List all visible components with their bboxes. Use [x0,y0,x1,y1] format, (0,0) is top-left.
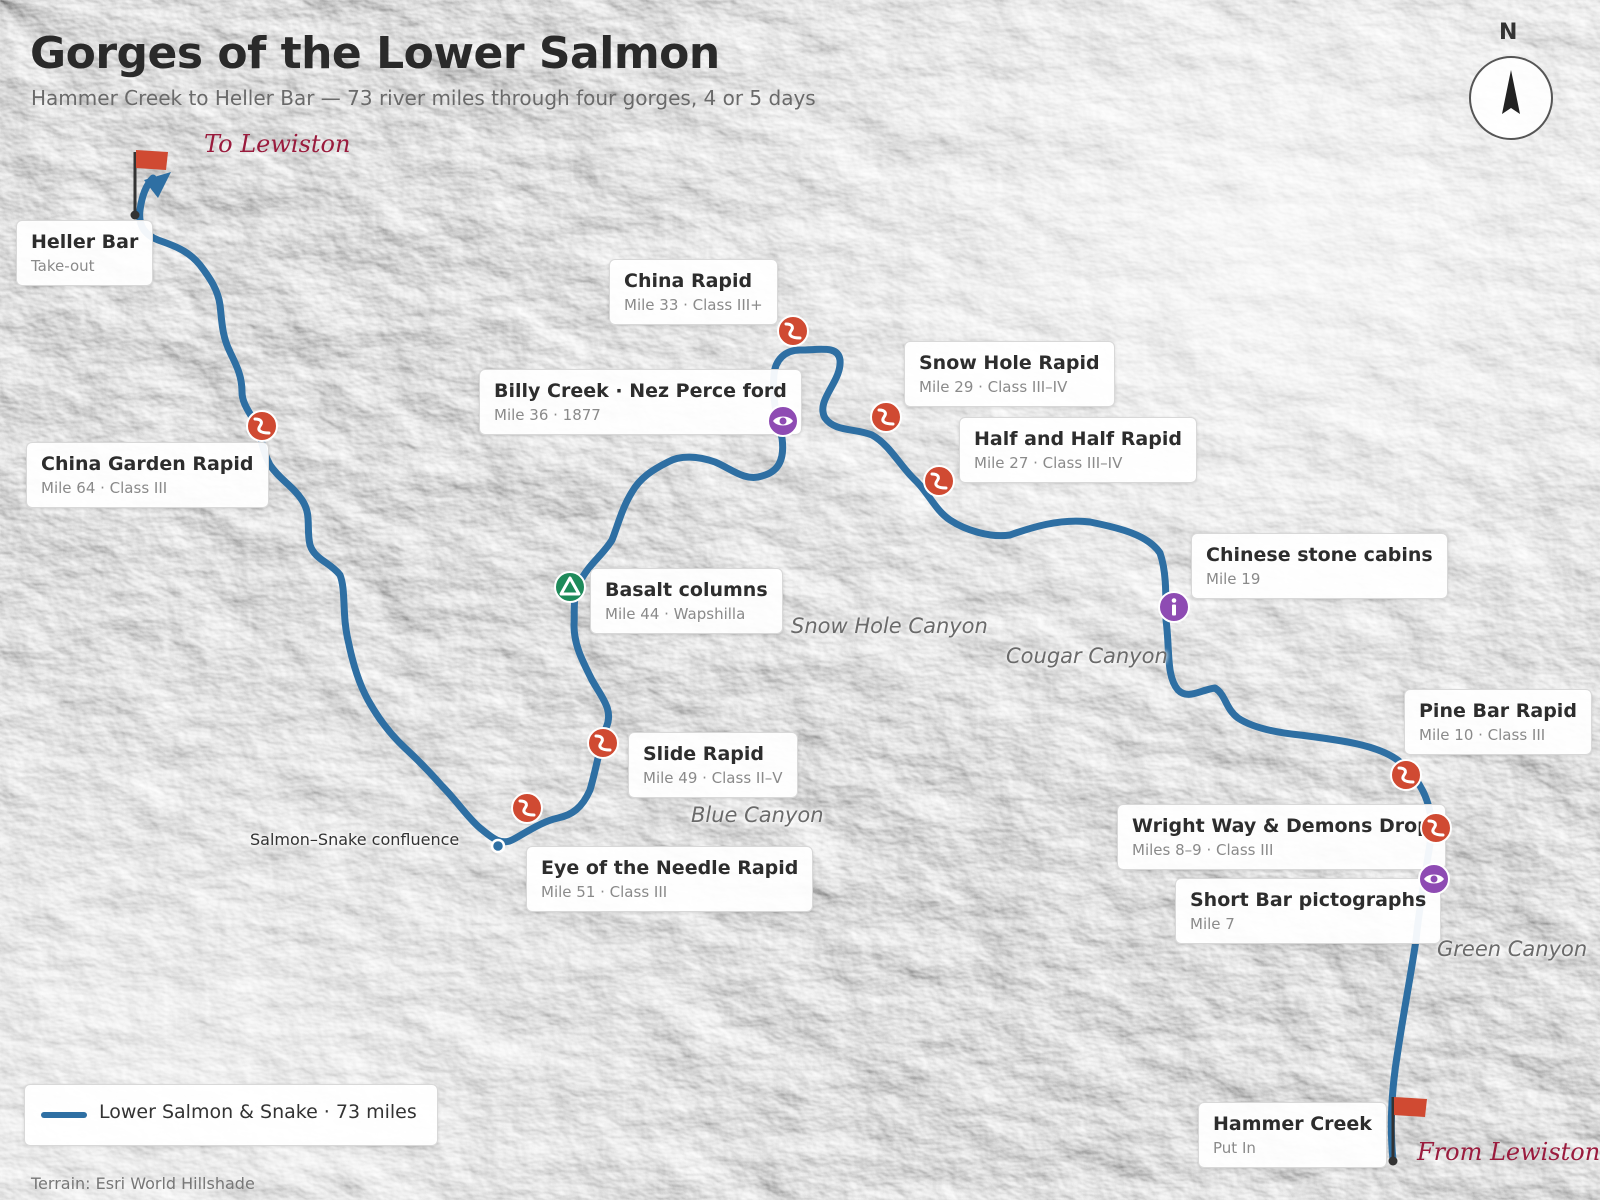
callout-name: Wright Way & Demons Drop [1132,815,1431,837]
rapid-icon[interactable] [1419,811,1453,845]
callout-sub: Mile 51 · Class III [541,883,668,901]
callout-name: Basalt columns [605,579,768,601]
mountain-icon[interactable] [553,570,587,604]
callout-basalt-columns[interactable]: Basalt columns Mile 44 · Wapshilla [590,568,783,634]
terrain-credit: Terrain: Esri World Hillshade [31,1174,255,1193]
callout-short-bar-pictographs[interactable]: Short Bar pictographs Mile 7 [1175,878,1442,944]
callout-name: Heller Bar [31,231,139,253]
callout-name: Half and Half Rapid [974,428,1182,450]
north-arrow-icon [1469,56,1553,140]
callout-chinese-stone-cabins[interactable]: Chinese stone cabins Mile 19 [1191,533,1448,599]
callout-pine-bar-rapid[interactable]: Pine Bar Rapid Mile 10 · Class III [1404,689,1592,755]
callout-sub: Mile 36 · 1877 [494,406,601,424]
river-arrowhead [144,172,171,198]
canyon-label-snow-hole: Snow Hole Canyon [791,614,988,638]
callout-slide-rapid[interactable]: Slide Rapid Mile 49 · Class II–V [628,732,798,798]
confluence-dot [490,838,506,854]
callout-china-rapid[interactable]: China Rapid Mile 33 · Class III+ [609,259,778,325]
callout-china-garden-rapid[interactable]: China Garden Rapid Mile 64 · Class III [26,442,269,508]
rapid-icon[interactable] [586,726,620,760]
callout-sub: Take-out [31,257,95,275]
confluence-label: Salmon–Snake confluence [250,830,460,849]
callout-sub: Put In [1213,1139,1256,1157]
canyon-label-blue: Blue Canyon [691,803,824,827]
rapid-icon[interactable] [776,314,810,348]
rapid-icon[interactable] [922,464,956,498]
callout-sub: Mile 7 [1190,915,1235,933]
callout-eye-of-the-needle-rapid[interactable]: Eye of the Needle Rapid Mile 51 · Class … [526,846,814,912]
rapid-icon[interactable] [245,409,279,443]
callout-billy-creek[interactable]: Billy Creek · Nez Perce ford Mile 36 · 1… [479,369,802,435]
legend-label: Lower Salmon & Snake · 73 miles [99,1101,417,1123]
hammer-creek-flag-icon [1388,1097,1427,1166]
callout-sub: Mile 27 · Class III–IV [974,454,1123,472]
callout-name: Slide Rapid [643,743,764,765]
callout-sub: Mile 10 · Class III [1419,726,1546,744]
callout-name: Pine Bar Rapid [1419,700,1577,722]
callout-name: Snow Hole Rapid [919,352,1100,374]
callout-hammer-creek[interactable]: Hammer Creek Put In [1198,1102,1387,1168]
canyon-label-green: Green Canyon [1437,937,1588,961]
north-label: N [1499,20,1518,45]
callout-sub: Mile 64 · Class III [41,479,168,497]
callout-name: Eye of the Needle Rapid [541,857,799,879]
callout-name: Short Bar pictographs [1190,889,1427,911]
from-lewiston-label: From Lewiston [1417,1138,1600,1166]
eye-icon[interactable] [1417,862,1451,896]
to-lewiston-label: To Lewiston [204,130,351,158]
callout-snow-hole-rapid[interactable]: Snow Hole Rapid Mile 29 · Class III–IV [904,341,1115,407]
heller-bar-flag-icon [130,150,168,220]
callout-heller-bar[interactable]: Heller Bar Take-out [16,220,154,286]
callout-name: Chinese stone cabins [1206,544,1433,566]
canyon-label-cougar: Cougar Canyon [1006,644,1168,668]
callout-sub: Miles 8–9 · Class III [1132,841,1274,859]
callout-sub: Mile 44 · Wapshilla [605,605,746,623]
callout-name: Billy Creek · Nez Perce ford [494,380,787,402]
callout-sub: Mile 33 · Class III+ [624,296,763,314]
info-icon[interactable] [1157,590,1191,624]
rapid-icon[interactable] [1389,758,1423,792]
callout-half-and-half-rapid[interactable]: Half and Half Rapid Mile 27 · Class III–… [959,417,1197,483]
callout-name: China Garden Rapid [41,453,254,475]
callout-wright-way-demons-drop[interactable]: Wright Way & Demons Drop Miles 8–9 · Cla… [1117,804,1446,870]
map-legend: Lower Salmon & Snake · 73 miles [24,1084,438,1146]
callout-name: Hammer Creek [1213,1113,1372,1135]
rapid-icon[interactable] [510,791,544,825]
callout-sub: Mile 49 · Class II–V [643,769,783,787]
map-subtitle: Hammer Creek to Heller Bar — 73 river mi… [31,86,816,110]
rapid-icon[interactable] [869,400,903,434]
callout-sub: Mile 19 [1206,570,1261,588]
eye-icon[interactable] [766,404,800,438]
map-title: Gorges of the Lower Salmon [30,28,720,79]
legend-swatch-river [41,1112,87,1118]
callout-name: China Rapid [624,270,753,292]
callout-sub: Mile 29 · Class III–IV [919,378,1068,396]
river-line [136,174,1436,1164]
